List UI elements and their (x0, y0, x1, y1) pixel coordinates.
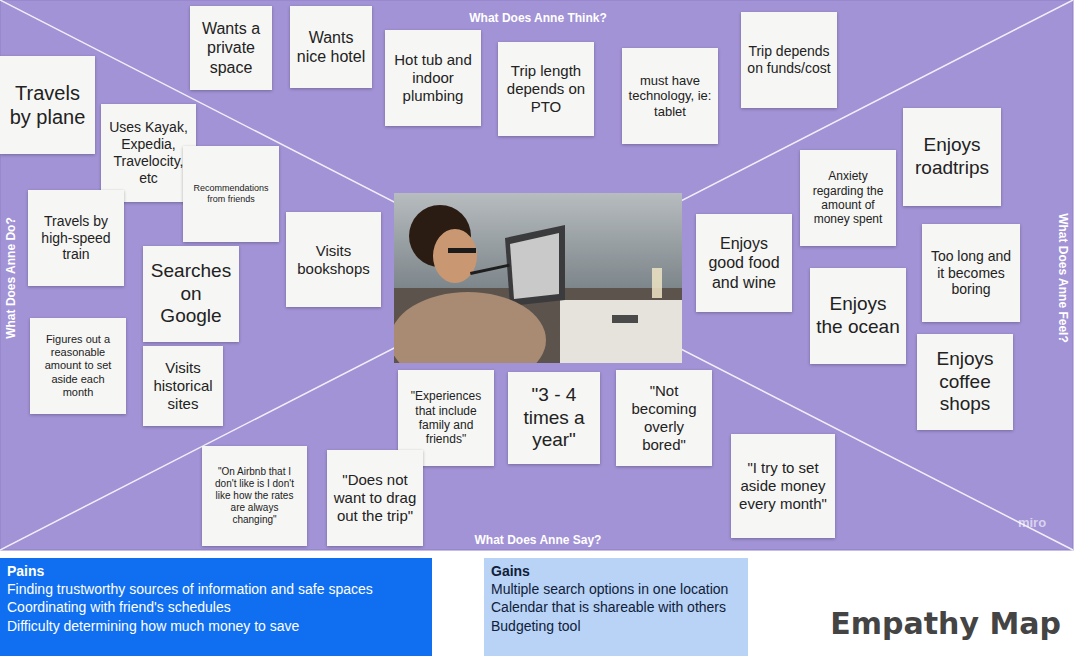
note-text: Gains (491, 562, 741, 580)
note-text: "On Airbnb that I don't like is I don't … (208, 466, 301, 526)
note-text: Too long and it becomes boring (928, 248, 1014, 298)
sticky-note: Figures out a reasonable amount to set a… (30, 318, 126, 414)
sticky-note: Enjoys the ocean (810, 268, 906, 364)
sticky-note: Wants a private space (190, 6, 272, 90)
note-text: "Not becoming overly bored" (622, 382, 706, 454)
list-item: Budgeting tool (491, 617, 741, 635)
sticky-note: "3 - 4 times a year" (508, 372, 600, 464)
photo-sweater (394, 292, 546, 363)
photo-phone (612, 315, 638, 323)
sticky-note: Too long and it becomes boring (922, 224, 1020, 322)
note-text: Trip length depends on PTO (504, 62, 588, 116)
sticky-note: Travels by plane (0, 56, 95, 154)
sticky-note: Uses Kayak, Expedia, Travelocity, etc (101, 104, 196, 202)
sticky-note: Enjoys good food and wine (696, 214, 792, 312)
sticky-note: Trip length depends on PTO (498, 42, 594, 136)
photo-table (560, 300, 682, 363)
note-text: Enjoys the ocean (816, 293, 900, 339)
note-text: Enjoys coffee shops (923, 348, 1007, 416)
note-text: Wants a private space (196, 19, 266, 77)
sticky-note: Searches on Google (143, 246, 239, 342)
sticky-note: Enjoys roadtrips (903, 108, 1001, 206)
photo-pen (470, 264, 510, 275)
persona-photo (394, 193, 682, 363)
quadrant-label: What Does Anne Do? (4, 217, 18, 339)
photo-screen (510, 233, 559, 299)
note-text: Uses Kayak, Expedia, Travelocity, etc (107, 119, 190, 186)
sticky-note: "On Airbnb that I don't like is I don't … (202, 446, 307, 546)
sticky-note: must have technology, ie: tablet (622, 48, 718, 144)
note-text: "I try to set aside money every month" (737, 459, 829, 513)
map-title: Empathy Map (830, 606, 1061, 641)
note-text: "Experiences that include family and fri… (404, 389, 488, 447)
list-item: Calendar that is shareable with others (491, 598, 741, 616)
sticky-note: Recommendations from friends (183, 146, 279, 242)
sticky-note: Visits bookshops (286, 212, 381, 307)
sticky-note: Wants nice hotel (290, 6, 372, 88)
quadrant-label: What Does Anne Feel? (1056, 213, 1070, 343)
quadrant-divider (0, 0, 1073, 550)
sticky-note: "Does not want to drag out the trip" (327, 450, 423, 546)
sticky-note: Enjoys coffee shops (917, 334, 1013, 430)
note-text: Hot tub and indoor plumbing (391, 51, 475, 105)
note-text: Wants nice hotel (296, 28, 366, 66)
note-text: Searches on Google (149, 260, 233, 328)
photo-laptop (505, 225, 565, 306)
sticky-note: Hot tub and indoor plumbing (385, 30, 481, 126)
list-item: Difficulty determining how much money to… (7, 617, 425, 635)
photo-glasses (448, 248, 476, 253)
photo-face (433, 229, 477, 283)
note-text: Anxiety regarding the amount of money sp… (806, 169, 890, 227)
note-text: Pains (7, 562, 425, 580)
sticky-note: "Not becoming overly bored" (616, 370, 712, 466)
note-text: Visits historical sites (149, 359, 217, 413)
sticky-note: Travels by high-speed train (28, 190, 124, 286)
note-text: must have technology, ie: tablet (628, 73, 712, 120)
note-text: Trip depends on funds/cost (747, 43, 831, 77)
quadrant-label: What Does Anne Think? (469, 11, 607, 25)
note-text: Figures out a reasonable amount to set a… (36, 333, 120, 399)
list-item: Finding trustworthy sources of informati… (7, 580, 425, 598)
note-text: "Does not want to drag out the trip" (333, 471, 417, 525)
note-text: Recommendations from friends (189, 183, 273, 205)
sticky-note: "I try to set aside money every month" (731, 434, 835, 538)
sticky-note: Trip depends on funds/cost (741, 12, 837, 108)
quadrant-divider (0, 0, 1073, 550)
summary-panel: PainsFinding trustworthy sources of info… (0, 558, 432, 656)
note-text: Visits bookshops (292, 242, 375, 278)
note-text: Travels by high-speed train (34, 213, 118, 263)
map-ground (0, 0, 1073, 550)
note-text: Enjoys roadtrips (909, 134, 995, 180)
note-text: "3 - 4 times a year" (514, 384, 594, 452)
watermark: miro (1018, 515, 1046, 530)
photo-glass (652, 268, 662, 298)
quadrant-label: What Does Anne Say? (475, 533, 602, 547)
sticky-note: Visits historical sites (143, 346, 223, 426)
list-item: Coordinating with friend's schedules (7, 598, 425, 616)
sticky-note: Anxiety regarding the amount of money sp… (800, 150, 896, 246)
summary-panel: GainsMultiple search options in one loca… (484, 558, 748, 656)
note-text: Travels by plane (6, 81, 89, 129)
note-text: Enjoys good food and wine (702, 234, 786, 292)
list-item: Multiple search options in one location (491, 580, 741, 598)
